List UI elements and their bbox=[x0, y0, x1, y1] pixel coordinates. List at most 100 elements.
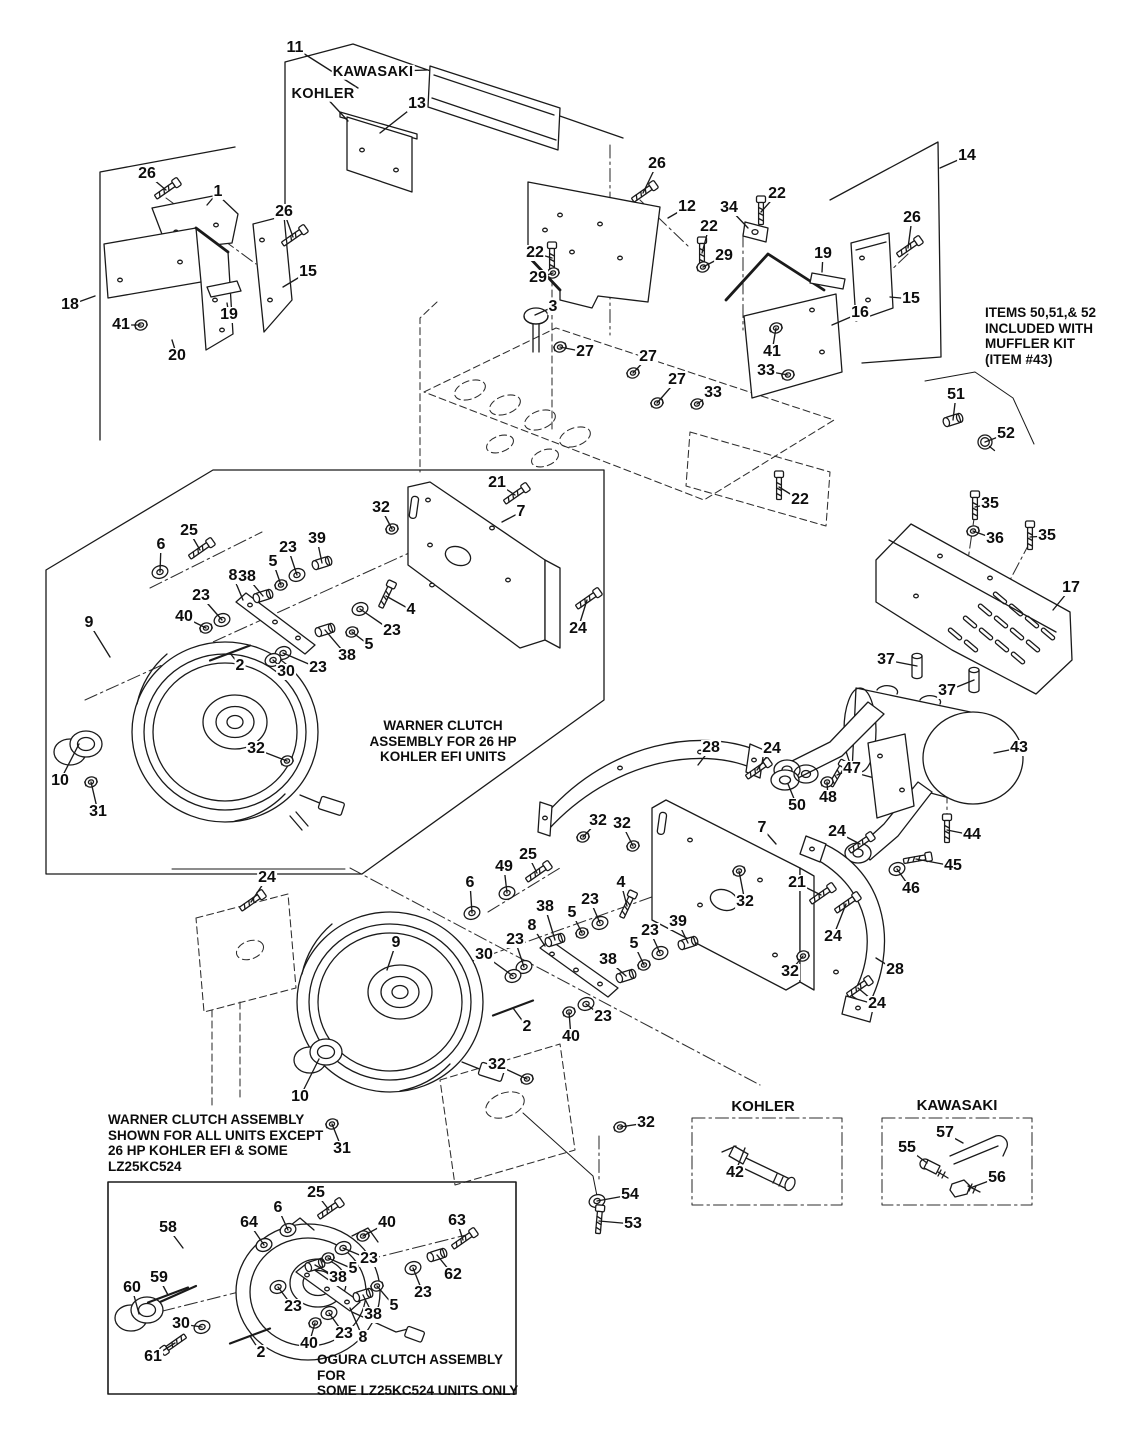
part-label-5: 5 bbox=[388, 1297, 400, 1314]
note-warner-26hp: WARNER CLUTCH ASSEMBLY FOR 26 HP KOHLER … bbox=[369, 718, 517, 764]
part-label-22: 22 bbox=[699, 218, 719, 235]
part-label-26: 26 bbox=[137, 165, 157, 182]
part-label-54: 54 bbox=[620, 1186, 640, 1203]
part-label-24: 24 bbox=[867, 995, 887, 1012]
note-ogura-clutch: OGURA CLUTCH ASSEMBLY FOR SOME LZ25KC524… bbox=[317, 1352, 519, 1398]
part-label-8: 8 bbox=[227, 567, 239, 584]
part-label-51: 51 bbox=[946, 386, 966, 403]
part-label-38: 38 bbox=[237, 568, 257, 585]
part-label-25: 25 bbox=[518, 846, 538, 863]
part-label-23: 23 bbox=[308, 659, 328, 676]
part-label-57: 57 bbox=[935, 1124, 955, 1141]
part-label-32: 32 bbox=[735, 893, 755, 910]
part-label-35: 35 bbox=[980, 495, 1000, 512]
part-label-12: 12 bbox=[677, 198, 697, 215]
part-label-37: 37 bbox=[937, 682, 957, 699]
part-label-15: 15 bbox=[901, 290, 921, 307]
part-label-5: 5 bbox=[347, 1260, 359, 1277]
part-label-37: 37 bbox=[876, 651, 896, 668]
part-label-41: 41 bbox=[762, 343, 782, 360]
part-label-40: 40 bbox=[377, 1214, 397, 1231]
part-label-43: 43 bbox=[1009, 739, 1029, 756]
part-label-60: 60 bbox=[122, 1279, 142, 1296]
part-label-3: 3 bbox=[547, 298, 559, 315]
part-label-40: 40 bbox=[561, 1028, 581, 1045]
part-label-23: 23 bbox=[593, 1008, 613, 1025]
part-label-27: 27 bbox=[638, 348, 658, 365]
part-label-32: 32 bbox=[780, 963, 800, 980]
part-label-10: 10 bbox=[50, 772, 70, 789]
part-label-2: 2 bbox=[234, 657, 246, 674]
part-label-30: 30 bbox=[171, 1315, 191, 1332]
part-label-63: 63 bbox=[447, 1212, 467, 1229]
part-label-40: 40 bbox=[174, 608, 194, 625]
part-label-24: 24 bbox=[257, 869, 277, 886]
part-label-32: 32 bbox=[246, 740, 266, 757]
part-label-5: 5 bbox=[363, 636, 375, 653]
part-label-30: 30 bbox=[276, 663, 296, 680]
inset-title-kawasaki: KAWASAKI bbox=[916, 1097, 998, 1114]
part-label-6: 6 bbox=[155, 536, 167, 553]
part-label-32: 32 bbox=[636, 1114, 656, 1131]
part-label-62: 62 bbox=[443, 1266, 463, 1283]
part-label-45: 45 bbox=[943, 857, 963, 874]
part-label-8: 8 bbox=[357, 1329, 369, 1346]
part-label-23: 23 bbox=[413, 1284, 433, 1301]
part-label-23: 23 bbox=[640, 922, 660, 939]
part-label-30: 30 bbox=[474, 946, 494, 963]
part-label-25: 25 bbox=[179, 522, 199, 539]
engine-brand-label: KOHLER bbox=[290, 85, 356, 102]
part-label-21: 21 bbox=[787, 874, 807, 891]
part-label-24: 24 bbox=[823, 928, 843, 945]
part-label-33: 33 bbox=[756, 362, 776, 379]
part-label-5: 5 bbox=[628, 935, 640, 952]
part-label-24: 24 bbox=[762, 740, 782, 757]
part-label-16: 16 bbox=[850, 304, 870, 321]
part-label-28: 28 bbox=[885, 961, 905, 978]
part-label-13: 13 bbox=[407, 95, 427, 112]
part-label-64: 64 bbox=[239, 1214, 259, 1231]
part-label-29: 29 bbox=[714, 247, 734, 264]
part-label-32: 32 bbox=[612, 815, 632, 832]
part-label-26: 26 bbox=[274, 203, 294, 220]
part-label-14: 14 bbox=[957, 147, 977, 164]
part-label-23: 23 bbox=[191, 587, 211, 604]
part-label-39: 39 bbox=[668, 913, 688, 930]
part-label-11: 11 bbox=[285, 39, 305, 56]
part-label-38: 38 bbox=[363, 1306, 383, 1323]
part-label-34: 34 bbox=[719, 199, 739, 216]
part-label-48: 48 bbox=[818, 789, 838, 806]
part-label-32: 32 bbox=[371, 499, 391, 516]
part-label-2: 2 bbox=[521, 1018, 533, 1035]
part-label-41: 41 bbox=[111, 316, 131, 333]
part-label-38: 38 bbox=[328, 1269, 348, 1286]
part-label-39: 39 bbox=[307, 530, 327, 547]
part-label-23: 23 bbox=[283, 1298, 303, 1315]
part-label-19: 19 bbox=[813, 245, 833, 262]
part-label-19: 19 bbox=[219, 306, 239, 323]
part-label-2: 2 bbox=[255, 1344, 267, 1361]
part-label-5: 5 bbox=[267, 553, 279, 570]
part-label-22: 22 bbox=[767, 185, 787, 202]
part-label-42: 42 bbox=[725, 1164, 745, 1181]
part-label-31: 31 bbox=[332, 1140, 352, 1157]
part-label-53: 53 bbox=[623, 1215, 643, 1232]
part-label-55: 55 bbox=[897, 1139, 917, 1156]
part-label-46: 46 bbox=[901, 880, 921, 897]
note-muffler-kit: ITEMS 50,51,& 52 INCLUDED WITH MUFFLER K… bbox=[985, 305, 1097, 367]
part-label-24: 24 bbox=[568, 620, 588, 637]
part-label-32: 32 bbox=[588, 812, 608, 829]
part-label-27: 27 bbox=[575, 343, 595, 360]
part-label-26: 26 bbox=[902, 209, 922, 226]
part-label-24: 24 bbox=[827, 823, 847, 840]
part-label-23: 23 bbox=[580, 891, 600, 908]
part-label-25: 25 bbox=[306, 1184, 326, 1201]
part-label-8: 8 bbox=[526, 917, 538, 934]
part-label-23: 23 bbox=[359, 1250, 379, 1267]
part-label-35: 35 bbox=[1037, 527, 1057, 544]
part-label-29: 29 bbox=[528, 269, 548, 286]
part-label-9: 9 bbox=[390, 934, 402, 951]
engine-brand-label: KAWASAKI bbox=[331, 63, 415, 80]
part-label-50: 50 bbox=[787, 797, 807, 814]
